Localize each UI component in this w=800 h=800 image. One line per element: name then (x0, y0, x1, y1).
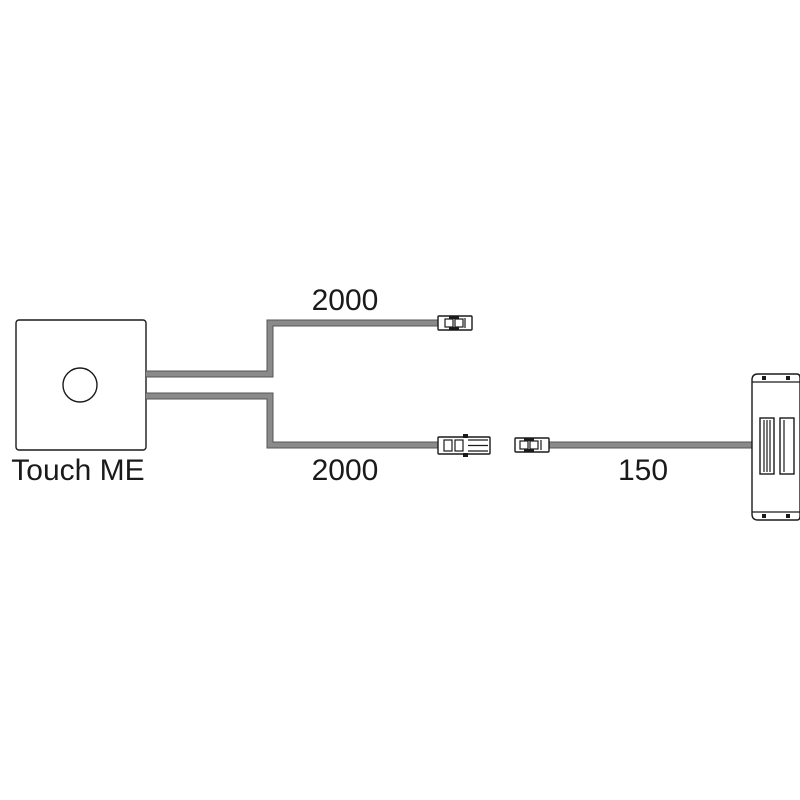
upper-connector (437, 315, 473, 331)
lower-cable-length: 2000 (312, 454, 379, 487)
distributor-port-2 (779, 417, 795, 475)
lower-cable-outline (146, 392, 440, 449)
cables (146, 319, 752, 449)
upper-cable (146, 320, 440, 377)
distributor-box (751, 373, 800, 521)
upper-cable-length: 2000 (312, 284, 379, 317)
extension-cable-length: 150 (618, 454, 668, 487)
extension-connector (514, 437, 550, 453)
touch-switch (15, 319, 147, 451)
lower-cable (146, 393, 440, 448)
upper-cable-outline (146, 319, 440, 378)
lower-connector (437, 434, 491, 457)
touch-button-icon (62, 367, 98, 403)
device-label: Touch ME (11, 454, 144, 487)
